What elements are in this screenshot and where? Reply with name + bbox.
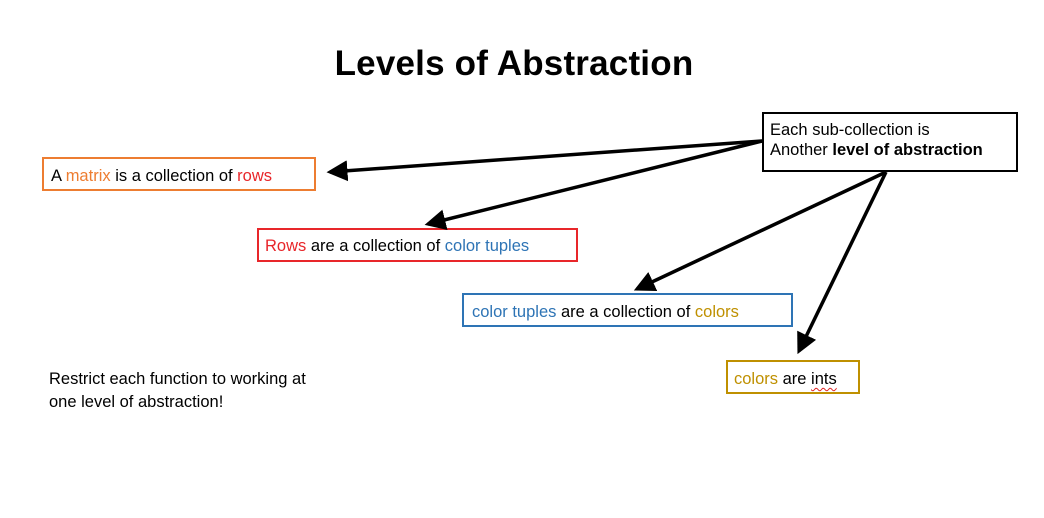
arrow-to-matrix <box>326 139 763 182</box>
matrix-text-3: is a collection of <box>110 167 238 185</box>
subcollection-line1: Each sub-collection is <box>770 121 930 139</box>
subcollection-line2-prefix: Another <box>770 141 833 159</box>
colors-word: colors <box>734 370 779 388</box>
rows-text-2: are a collection of <box>306 237 445 255</box>
subcollection-line2-bold: level of abstraction <box>832 141 983 159</box>
subcollection-line2: Another level of abstraction <box>770 140 1016 160</box>
rows-word: Rows <box>265 237 307 255</box>
tuples-box: color tuples are a collection of colors <box>462 293 793 327</box>
ints-word: ints <box>811 370 837 388</box>
colors-text-2: are <box>778 370 812 388</box>
rows-tuples-word: color tuples <box>444 237 530 255</box>
note-line2: one level of abstraction! <box>49 393 224 411</box>
rows-box: Rows are a collection of color tuples <box>257 228 578 262</box>
colors-box: colors are ints <box>726 360 860 394</box>
matrix-text-1: A <box>51 167 66 185</box>
arrow-to-tuples <box>633 170 887 292</box>
tuples-word: color tuples <box>472 303 557 321</box>
page-title: Levels of Abstraction <box>334 44 694 83</box>
matrix-word: matrix <box>65 167 111 185</box>
note-line1: Restrict each function to working at <box>49 370 306 388</box>
matrix-rows-word: rows <box>237 167 273 185</box>
arrow-to-rows <box>424 139 763 230</box>
matrix-box: A matrix is a collection of rows <box>42 157 316 191</box>
tuples-text-2: are a collection of <box>556 303 695 321</box>
abstraction-note: Restrict each function to working at one… <box>49 368 306 414</box>
tuples-colors-word: colors <box>694 303 739 321</box>
arrow-to-colors <box>797 171 888 355</box>
subcollection-box: Each sub-collection is Another level of … <box>762 112 1018 172</box>
